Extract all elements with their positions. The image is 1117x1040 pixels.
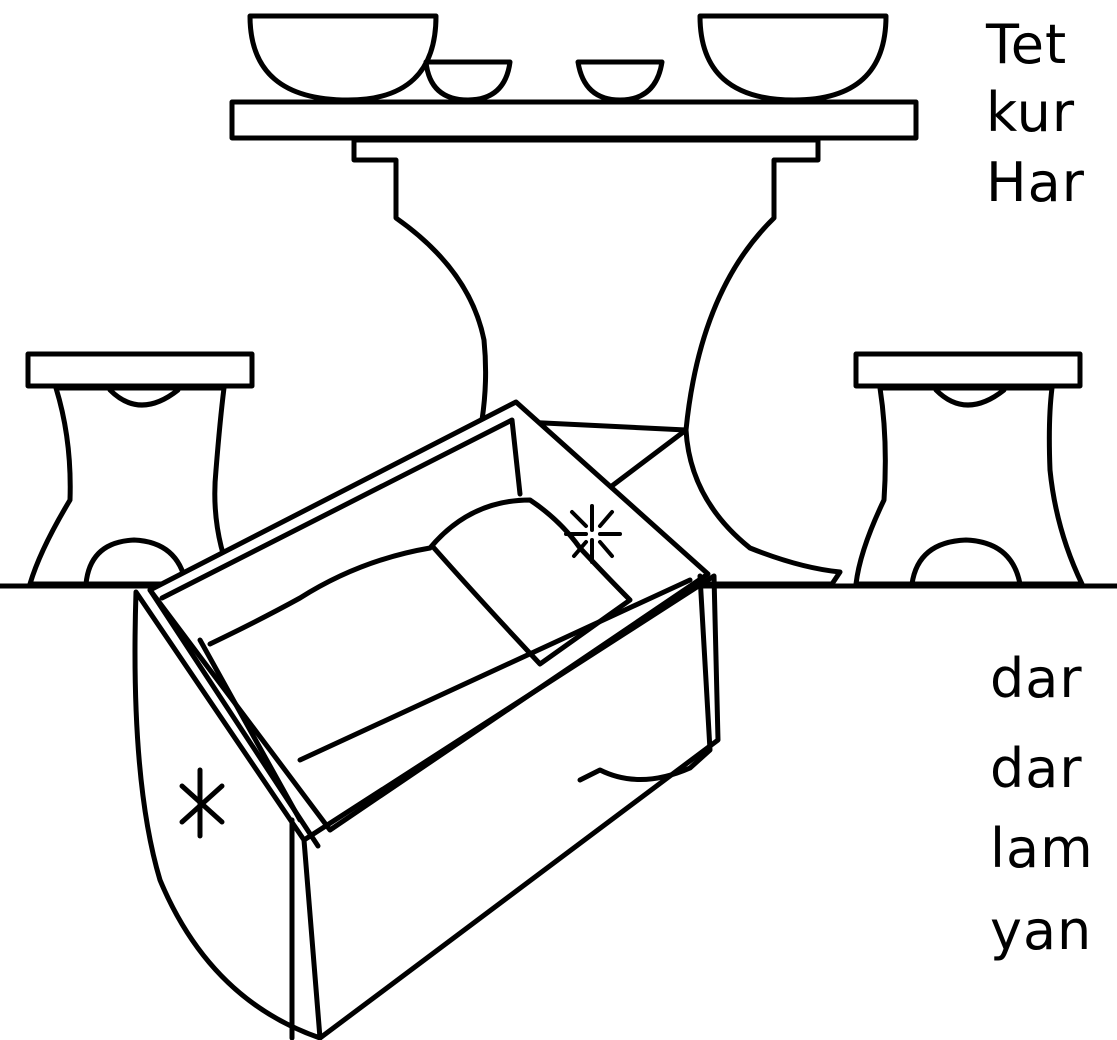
- vase-left-notch-top: [107, 387, 181, 408]
- crib-front-rail: [147, 573, 721, 1040]
- small-bowl-left: [423, 59, 513, 103]
- asterisk-mark-left: [179, 767, 225, 839]
- crib-right-post: [577, 573, 713, 783]
- vase-left-notch-bottom: [83, 537, 189, 587]
- table-top: [229, 99, 919, 141]
- bottom-text-line-4: yan: [990, 899, 1093, 962]
- vase-right-notch-top: [933, 387, 1007, 408]
- sparkle-mark-right: [564, 504, 622, 564]
- crib-back-wall: [147, 399, 711, 833]
- crib-front-panel: [132, 589, 323, 1040]
- vase-left-rim: [25, 351, 255, 389]
- bottom-text-line-2: dar: [990, 737, 1083, 800]
- vase-right-body: [853, 385, 1085, 587]
- large-bowl-left: [247, 13, 439, 103]
- small-bowl-right: [575, 59, 665, 103]
- bottom-text-line-1: dar: [990, 647, 1083, 710]
- table-leg: [351, 137, 821, 433]
- large-bowl-right: [697, 13, 889, 103]
- top-text-line-3: Har: [986, 151, 1085, 214]
- vase-right-notch-bottom: [909, 537, 1023, 587]
- top-text-line-1: Tet: [986, 13, 1068, 76]
- vase-right-rim: [853, 351, 1083, 389]
- top-text-line-2: kur: [986, 81, 1076, 144]
- vase-left-body: [27, 385, 237, 587]
- bottom-text-line-3: lam: [990, 817, 1094, 880]
- crib-inner-back: [159, 417, 523, 601]
